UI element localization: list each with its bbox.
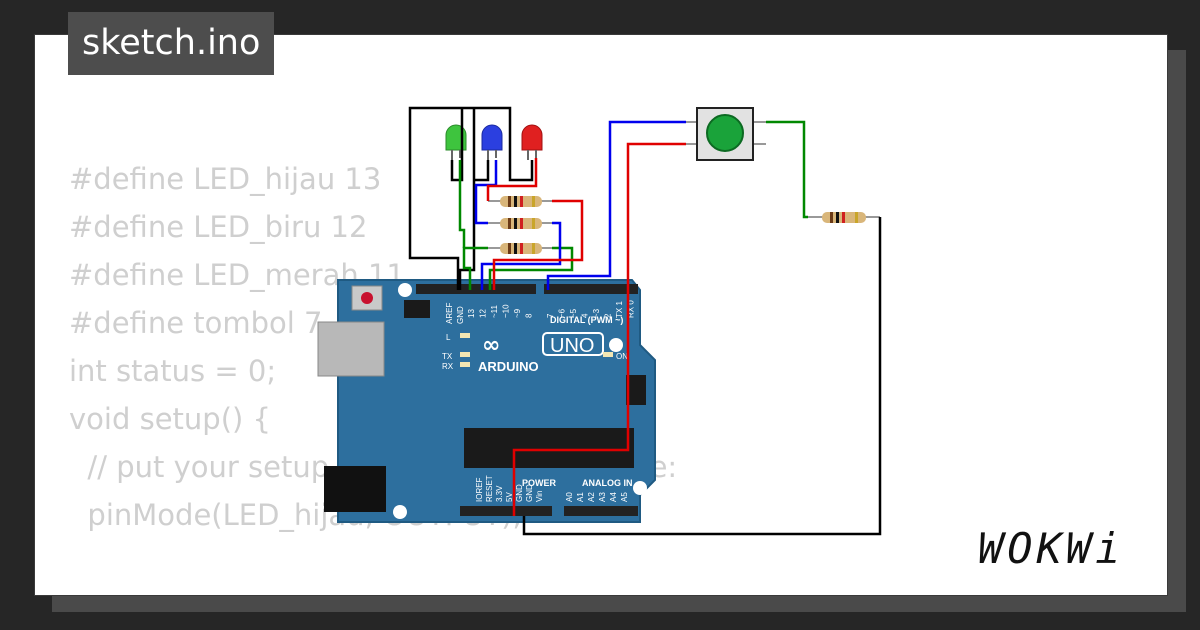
led-rx-label: RX (442, 362, 454, 371)
wire-blue-led (474, 160, 498, 225)
wokwi-logo: WOKWi (978, 524, 1125, 573)
analog-pin-label: A1 (576, 492, 585, 502)
power-jack (324, 466, 386, 512)
wire-red-pin11 (492, 199, 584, 290)
led-tx-label: TX (442, 352, 453, 361)
resistor-1[interactable] (488, 196, 552, 207)
wire-green-res (488, 246, 574, 290)
pin-label: ~10 (502, 304, 511, 318)
wire-button-pin7 (546, 120, 686, 290)
wire-button-5v (512, 142, 686, 516)
power-pin-label: 3.3V (495, 485, 504, 502)
push-button[interactable] (686, 107, 766, 161)
mount-hole (609, 338, 623, 352)
led-on-label: ON (616, 352, 628, 361)
analog-header (564, 506, 638, 516)
icsp2-header (626, 375, 646, 405)
pin-label: ~6 (558, 308, 567, 318)
pin-label: 12 (479, 309, 488, 318)
led-blue[interactable] (481, 124, 503, 160)
analog-pin-label: A0 (565, 492, 574, 502)
arduino-uno-board[interactable]: DIGITAL (PWM ~) ∞ ARDUINO UNO L TX RX ON… (317, 279, 656, 523)
digital-header-right (544, 284, 638, 294)
pin-label: 2 (604, 313, 613, 318)
brand-label: ARDUINO (478, 359, 539, 374)
wire-blue-pin12 (480, 221, 562, 290)
power-pin-label: 5V (505, 492, 514, 502)
power-pin-label: GND (515, 484, 524, 502)
wire-gnd-led-4 (450, 108, 464, 182)
usb-port (317, 321, 385, 377)
wire-gnd-led-3 (474, 160, 490, 182)
model-label: UNO (550, 335, 594, 357)
analog-pin-label: A3 (598, 492, 607, 502)
pin-label: 13 (467, 309, 476, 318)
icsp-header (404, 300, 430, 318)
file-title: sketch.ino (68, 12, 275, 75)
pin-label-aref: AREF (445, 303, 454, 324)
pin-label: 8 (525, 313, 534, 318)
atmega-chip (464, 428, 634, 468)
pin-label: RX 0 (627, 300, 636, 318)
pin-label: ~9 (513, 308, 522, 318)
power-pin-label: RESET (485, 475, 494, 502)
pin-label: ~11 (490, 304, 499, 318)
analog-pin-label: A4 (609, 492, 618, 502)
digital-header-label: DIGITAL (PWM ~) (550, 315, 623, 325)
power-pin-label: Vin (535, 491, 544, 502)
code-line: #define LED_biru 12 (69, 210, 368, 244)
pin-label: ~3 (592, 308, 601, 318)
wire-green-pin13 (462, 246, 488, 290)
mount-hole (393, 505, 407, 519)
wire-gnd-led-2 (458, 108, 476, 290)
code-line: void setup() { (69, 402, 271, 436)
pin-label: ~5 (569, 308, 578, 318)
wire-red-led (486, 158, 538, 201)
code-line: int status = 0; (69, 354, 277, 388)
power-header (460, 506, 552, 516)
wires (408, 106, 882, 536)
wire-button-res (766, 120, 808, 219)
power-label: POWER (522, 478, 557, 488)
code-line: #define LED_merah 11 (69, 258, 405, 292)
power-pin-label: GND (525, 484, 534, 502)
resistor-2[interactable] (488, 218, 552, 229)
analog-pin-label: A2 (587, 492, 596, 502)
digital-header-left (416, 284, 536, 294)
code-line: #define LED_hijau 13 (69, 162, 382, 196)
power-pin-label: IOREF (475, 477, 484, 502)
pin-label: 7 (546, 313, 555, 318)
arduino-logo-symbol: ∞ (482, 333, 500, 358)
mount-hole (398, 283, 412, 297)
pin-label: 4 (581, 313, 590, 318)
wire-gnd-led (408, 106, 534, 290)
led-red[interactable] (521, 124, 543, 160)
analog-pin-label: A5 (620, 492, 629, 502)
code-line: #define tombol 7 (69, 306, 323, 340)
resistor-3[interactable] (488, 243, 552, 254)
wire-res-gnd (522, 217, 882, 536)
mount-hole (633, 481, 647, 495)
led-l-label: L (446, 333, 451, 342)
pin-label: TX 1 (615, 301, 624, 318)
wire-green-led (458, 160, 466, 248)
analog-label: ANALOG IN (582, 478, 633, 488)
pin-label-gnd: GND (456, 306, 465, 324)
resistor-button[interactable] (808, 212, 880, 223)
